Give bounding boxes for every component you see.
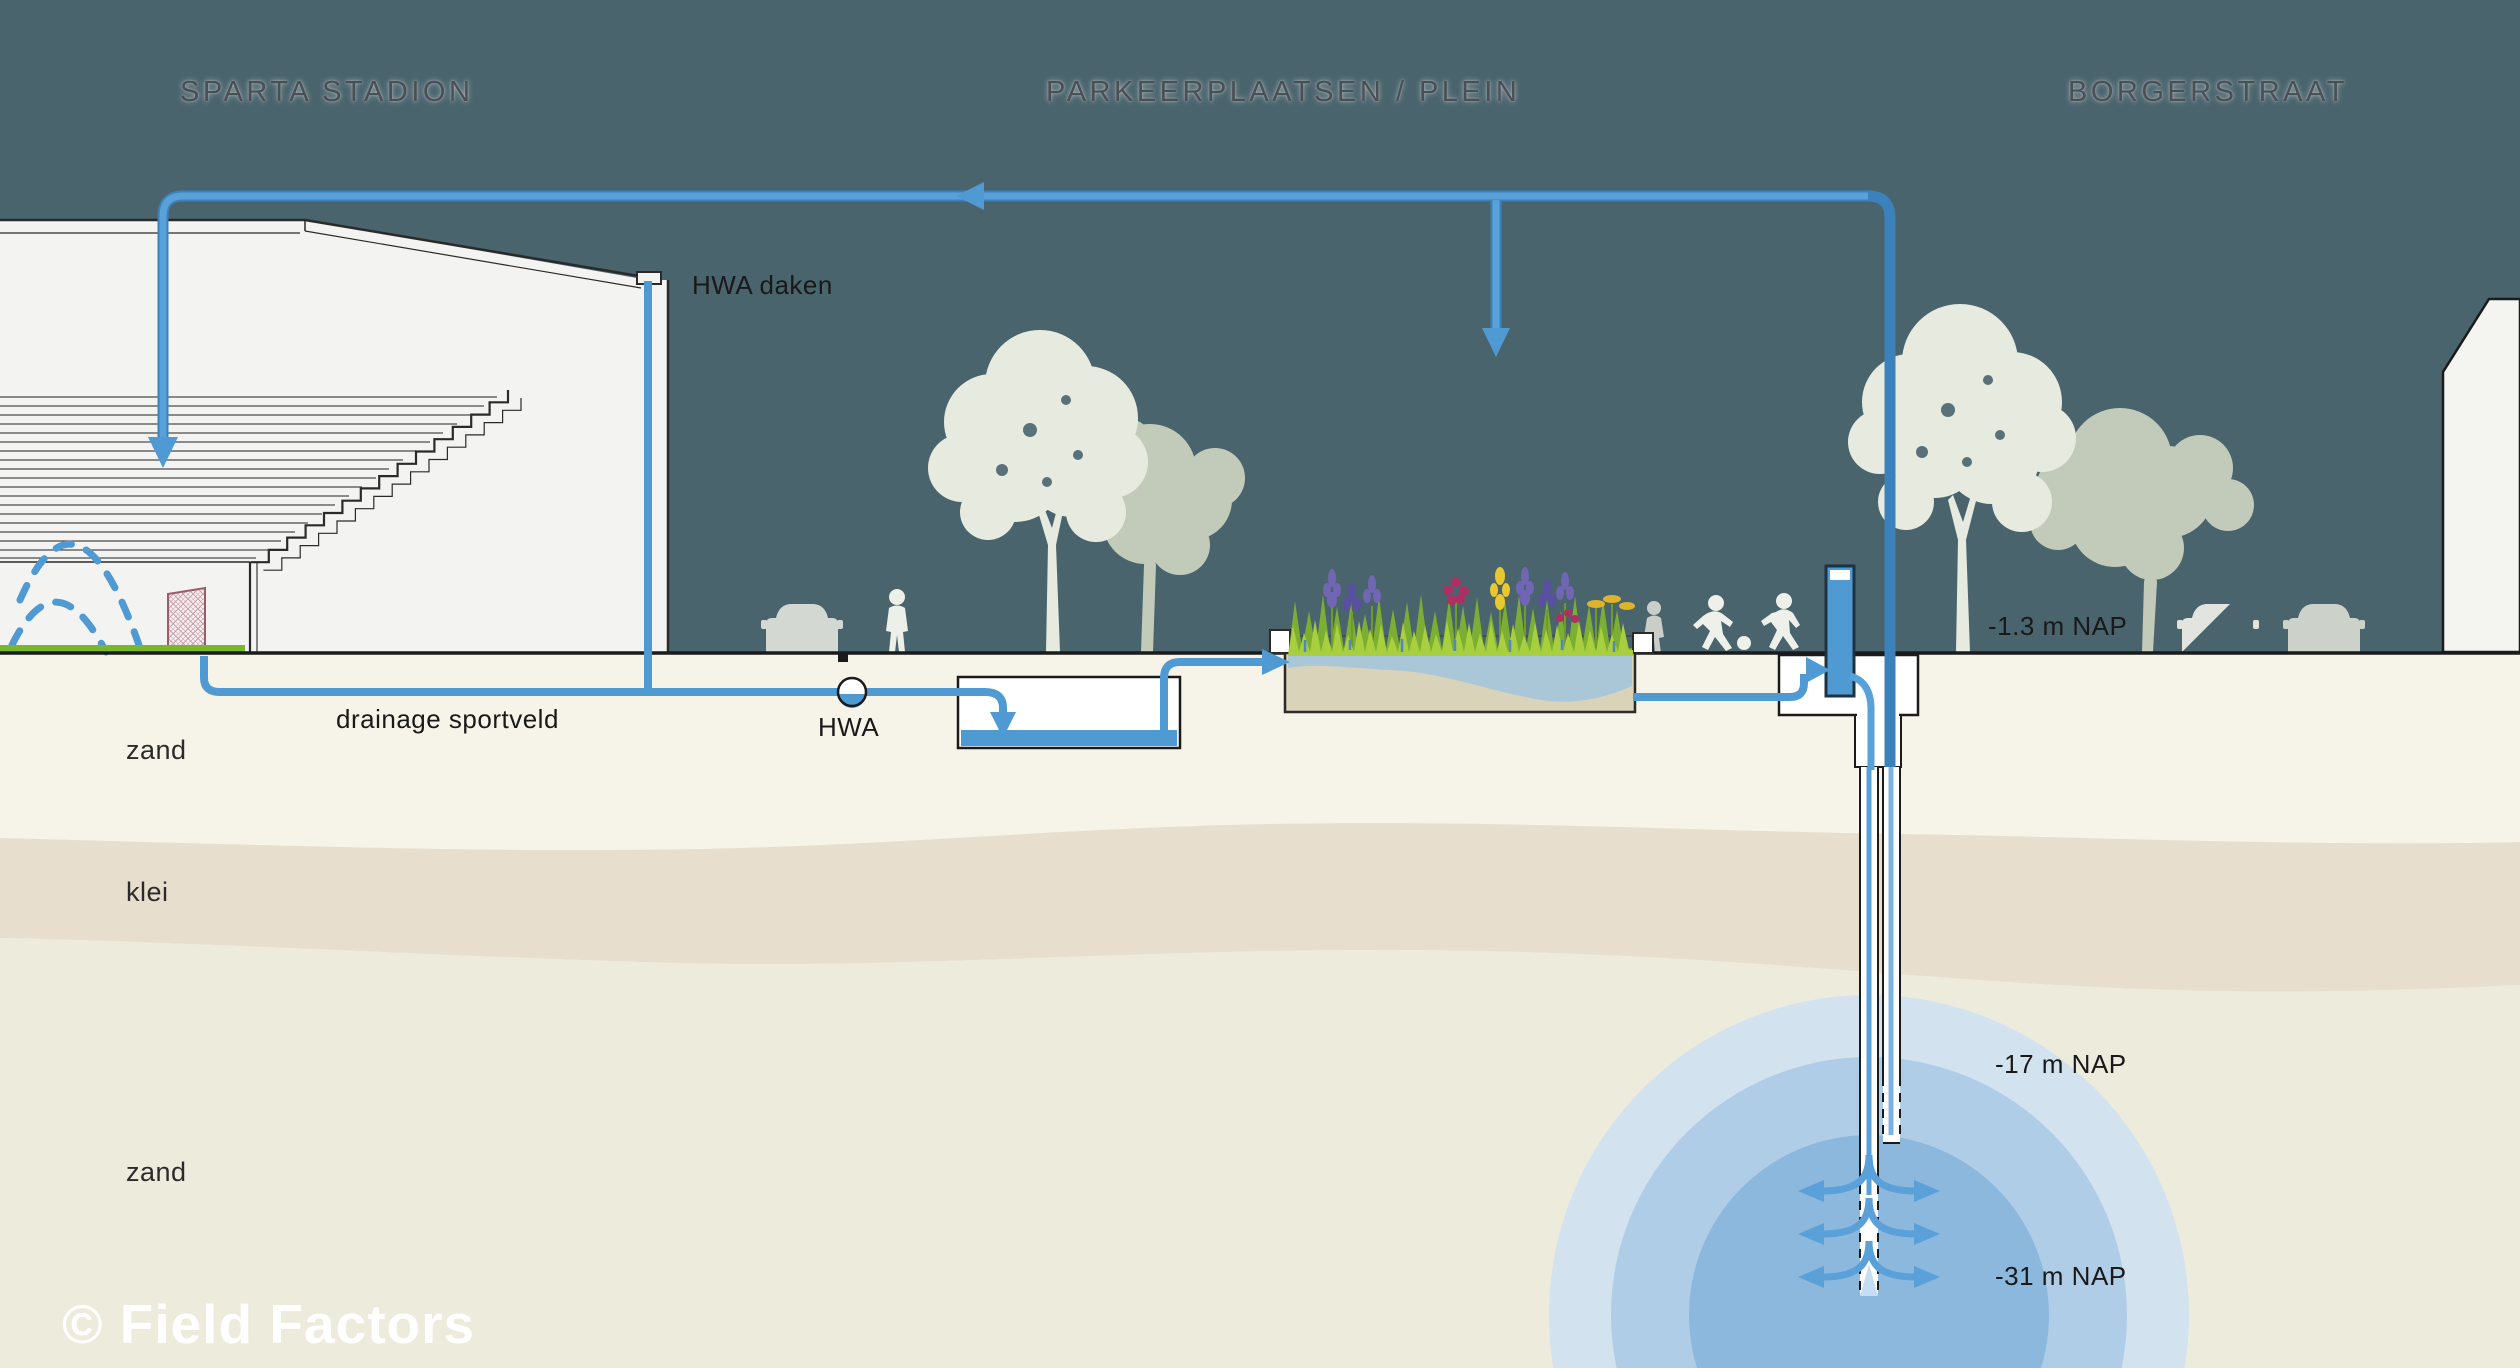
- label-drainage-sportveld: drainage sportveld: [336, 704, 559, 734]
- stadium-sloped-roof: [304, 218, 646, 279]
- bioswale-planter: [1269, 567, 1654, 714]
- soil-label-zand-top: zand: [126, 735, 187, 765]
- label-nap-17m: -17 m NAP: [1995, 1049, 2127, 1079]
- stadium-body: [0, 220, 668, 652]
- arrow-into-standpipe: [1806, 657, 1830, 683]
- tree-foliage-gaps-right: [1916, 375, 2005, 467]
- arrow-outflow-left-3: [1798, 1266, 1824, 1288]
- bioswale-outlet-pipe: [1633, 657, 1830, 701]
- zone-label-borgerstraat: BORGERSTRAAT: [2068, 76, 2348, 108]
- arrow-outflow-right-3: [1914, 1266, 1940, 1288]
- car-borgerstraat-1: [2177, 604, 2259, 652]
- field-factors-watermark: © Field Factors: [62, 1293, 476, 1355]
- bioswale-grass-front: [1288, 620, 1633, 656]
- arrow-down-sportveld: [148, 437, 178, 468]
- label-hwa: HWA: [818, 712, 880, 742]
- soil-label-zand-deep: zand: [126, 1157, 187, 1187]
- drainage-pipe: [200, 656, 1016, 738]
- dark-purple-lupines: [1343, 579, 1556, 611]
- label-nap-surface: -1.3 m NAP: [1988, 611, 2128, 641]
- arrow-into-settling-tank: [990, 712, 1016, 738]
- hwa-manhole: [836, 676, 868, 708]
- bioswale-water: [1288, 655, 1632, 702]
- arrow-into-bioswale: [1262, 649, 1290, 675]
- arrow-outflow-right-1: [1914, 1180, 1940, 1202]
- zone-label-parkeerplaatsen: PARKEERPLAATSEN / PLEIN: [1046, 76, 1521, 108]
- injection-pipe: [1848, 672, 1875, 770]
- zone-label-sparta-stadion: SPARTA STADION: [180, 76, 474, 108]
- tree-foliage-gaps-middle: [996, 395, 1083, 487]
- arrow-down-plein: [1482, 328, 1510, 357]
- magenta-flowers: [1443, 577, 1579, 623]
- grandstand-terraces: [0, 396, 497, 559]
- arrow-outflow-left-1: [1798, 1180, 1824, 1202]
- car-plein: [761, 604, 843, 652]
- bioswale-left-post: [1269, 629, 1291, 654]
- standpipe-column: [1824, 564, 1856, 698]
- bioswale-right-post: [1632, 632, 1654, 654]
- settling-outlet-pipe: [1160, 649, 1290, 742]
- sprinkler-spray-arcs: [8, 540, 144, 656]
- label-hwa-daken: HWA daken: [692, 270, 833, 300]
- trees-parkeerplaatsen: [928, 304, 2254, 652]
- purple-lupines: [1323, 567, 1574, 608]
- label-nap-31m: -31 m NAP: [1995, 1261, 2127, 1291]
- supply-branch-plein: [1482, 200, 1510, 357]
- people-silhouettes: [886, 589, 1800, 653]
- soil-label-klei: klei: [126, 877, 169, 907]
- children-playing-football: [1693, 593, 1800, 651]
- football-goal: [167, 586, 206, 653]
- supply-pipe-roofline: [148, 182, 1896, 767]
- yellow-yarrow: [1587, 595, 1635, 610]
- aquifer-flow-arrows: [1798, 1154, 1940, 1288]
- tree-gray-right: [2030, 408, 2254, 652]
- borgerstraat-building: [2441, 297, 2520, 654]
- well-screen-tip: [1860, 1264, 1878, 1296]
- grandstand-staircase: [250, 390, 522, 571]
- parked-cars: [761, 604, 2365, 652]
- sparta-stadium: [0, 218, 670, 652]
- bioswale-flowers: [1323, 567, 1635, 648]
- sportveld-grass-strip: [0, 645, 245, 653]
- grass-blue-flecks: [1303, 639, 1616, 652]
- settling-tank-water: [961, 730, 1177, 746]
- arrow-outflow-left-2: [1798, 1223, 1824, 1245]
- pedestrian: [886, 589, 908, 652]
- tree-pale-middle: [928, 330, 1148, 652]
- street-drain-inlet: [838, 653, 848, 662]
- arrow-outflow-right-2: [1914, 1223, 1940, 1245]
- pipe-network: [148, 182, 1896, 770]
- arrow-left-supply: [956, 182, 984, 210]
- yellow-flowers: [1490, 567, 1510, 610]
- car-borgerstraat-2: [2283, 604, 2365, 652]
